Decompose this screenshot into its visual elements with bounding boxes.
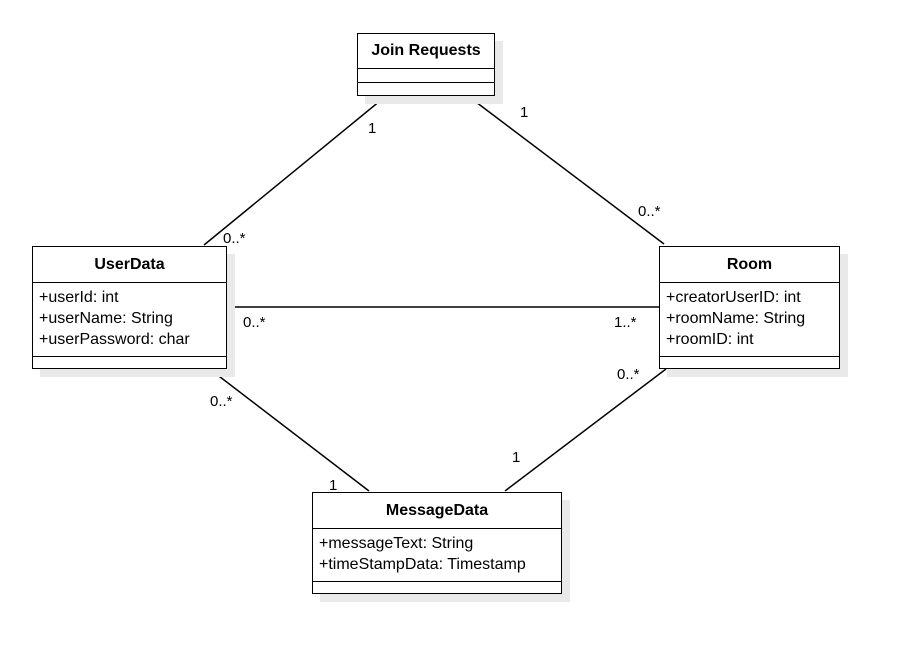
multiplicity-user-to-message-user-end: 0..*	[210, 393, 233, 410]
multiplicity-user-to-room-user-end: 0..*	[243, 314, 266, 331]
attributes-compartment	[358, 69, 494, 83]
class-name: UserData	[33, 247, 226, 283]
attribute: +roomID: int	[666, 331, 754, 348]
multiplicity-user-to-message-message-end: 1	[329, 477, 338, 494]
attributes-compartment: +userId: int +userName: String +userPass…	[33, 283, 226, 357]
attribute: +messageText: String	[319, 535, 474, 552]
class-message-data[interactable]: MessageData +messageText: String +timeSt…	[312, 492, 562, 594]
assoc-join-room	[467, 95, 665, 245]
attribute: +roomName: String	[666, 310, 806, 327]
attribute: +userPassword: char	[39, 331, 190, 348]
assoc-room-message	[504, 368, 667, 492]
multiplicity-room-to-message-message-end: 1	[512, 449, 521, 466]
attributes-compartment: +messageText: String +timeStampData: Tim…	[313, 529, 561, 582]
attribute: +creatorUserID: int	[666, 289, 801, 306]
class-join-requests[interactable]: Join Requests	[357, 33, 495, 96]
class-name: MessageData	[313, 493, 561, 529]
class-name: Join Requests	[358, 34, 494, 69]
assoc-join-user	[203, 95, 387, 246]
class-room[interactable]: Room +creatorUserID: int +roomName: Stri…	[659, 246, 840, 369]
class-user-data[interactable]: UserData +userId: int +userName: String …	[32, 246, 227, 369]
multiplicity-join-to-user-join-end: 1	[368, 120, 377, 137]
multiplicity-room-to-message-room-end: 0..*	[617, 366, 640, 383]
assoc-user-message	[210, 369, 370, 492]
multiplicity-user-to-room-room-end: 1..*	[614, 314, 637, 331]
multiplicity-join-to-room-join-end: 1	[520, 104, 529, 121]
multiplicity-join-to-room-room-end: 0..*	[638, 203, 661, 220]
attribute: +userName: String	[39, 310, 173, 327]
attribute: +userId: int	[39, 289, 119, 306]
attribute: +timeStampData: Timestamp	[319, 556, 526, 573]
class-name: Room	[660, 247, 839, 283]
multiplicity-join-to-user-user-end: 0..*	[223, 230, 246, 247]
attributes-compartment: +creatorUserID: int +roomName: String +r…	[660, 283, 839, 357]
